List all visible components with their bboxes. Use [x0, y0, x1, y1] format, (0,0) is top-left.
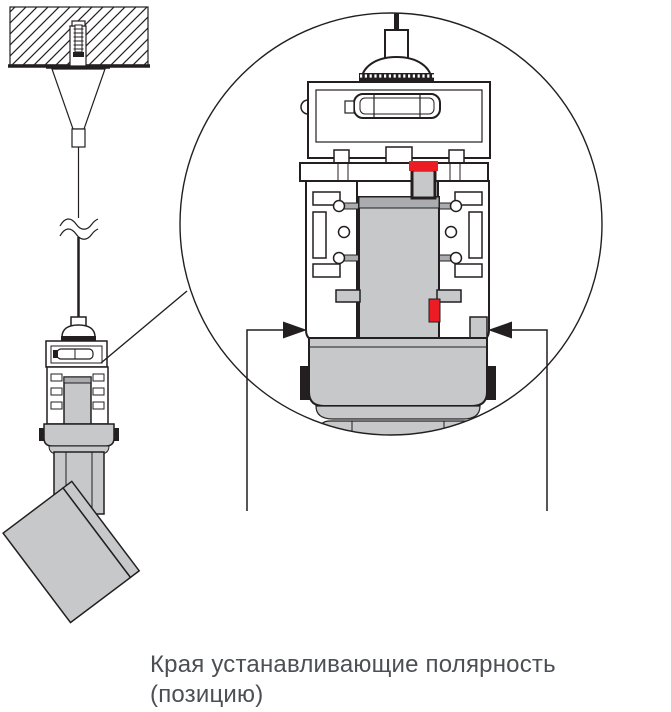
canopy-nipple [71, 128, 86, 148]
arrow-left-icon [488, 321, 512, 339]
body-ring-zoom [315, 405, 481, 420]
adapter-stem-zoom [358, 196, 440, 339]
wire-zoom [394, 13, 399, 32]
lock-block [410, 168, 437, 200]
flange-notches [337, 163, 461, 181]
adapter-body-zoom [308, 337, 488, 407]
clamp-cylinder-inner [359, 97, 435, 115]
magnifier-circle [179, 12, 603, 436]
polarity-marker-top [409, 161, 438, 171]
latch-tab-right-zoom [486, 366, 496, 400]
spot-head-face [2, 486, 132, 624]
callout-right [488, 321, 548, 511]
callout-right-line [510, 329, 548, 511]
wall-fins-right [454, 191, 483, 278]
grip-dome [61, 324, 96, 338]
caption-line-1: Края устанавливающие полярность (позицию… [150, 651, 556, 708]
track-flange-zoom [299, 162, 489, 182]
magnified-detail [299, 13, 496, 435]
track-fins-left [50, 373, 63, 410]
clamp-block [53, 350, 58, 358]
bracket-inner-zoom [315, 89, 483, 143]
bracket-inner [50, 345, 103, 364]
adapter-stem-top-zoom [358, 196, 440, 209]
track-fins-right [92, 373, 105, 410]
ceiling-section [8, 6, 150, 148]
suspension-wire [59, 147, 99, 318]
callout-left [246, 321, 307, 511]
adapter-body [43, 423, 115, 447]
contact-dots [332, 199, 463, 265]
clamp-dividers [373, 94, 421, 118]
canopy-cone [51, 68, 106, 130]
screw-threads [73, 28, 84, 50]
spot-head [2, 480, 141, 624]
latch-tab-left-zoom [300, 366, 310, 400]
adapter-stem [63, 376, 92, 425]
edge-key [469, 316, 488, 341]
bracket-center-tab [385, 146, 413, 165]
clamp-left-tab [344, 100, 355, 114]
latch-tab-right [114, 428, 119, 441]
stem-ledge-right [436, 289, 462, 303]
adapter-stem-top [63, 376, 92, 384]
latch-tab-left [39, 428, 44, 441]
grip-knurl [61, 336, 96, 341]
magnifier-leader-line [100, 290, 188, 364]
break-wave-bottom [59, 228, 99, 240]
stem-ledge-left [335, 289, 361, 303]
callout-left-line [246, 329, 286, 511]
break-wave-top [59, 218, 99, 230]
screw-tip [73, 52, 84, 57]
track-fixture-small [2, 316, 141, 624]
knurl-band-zoom [359, 73, 434, 83]
arrow-right-icon [283, 321, 307, 339]
wall-fins-left [312, 191, 341, 278]
polarity-marker-side [428, 298, 441, 323]
figure-caption: Края устанавливающие полярность (позицию… [150, 650, 671, 712]
